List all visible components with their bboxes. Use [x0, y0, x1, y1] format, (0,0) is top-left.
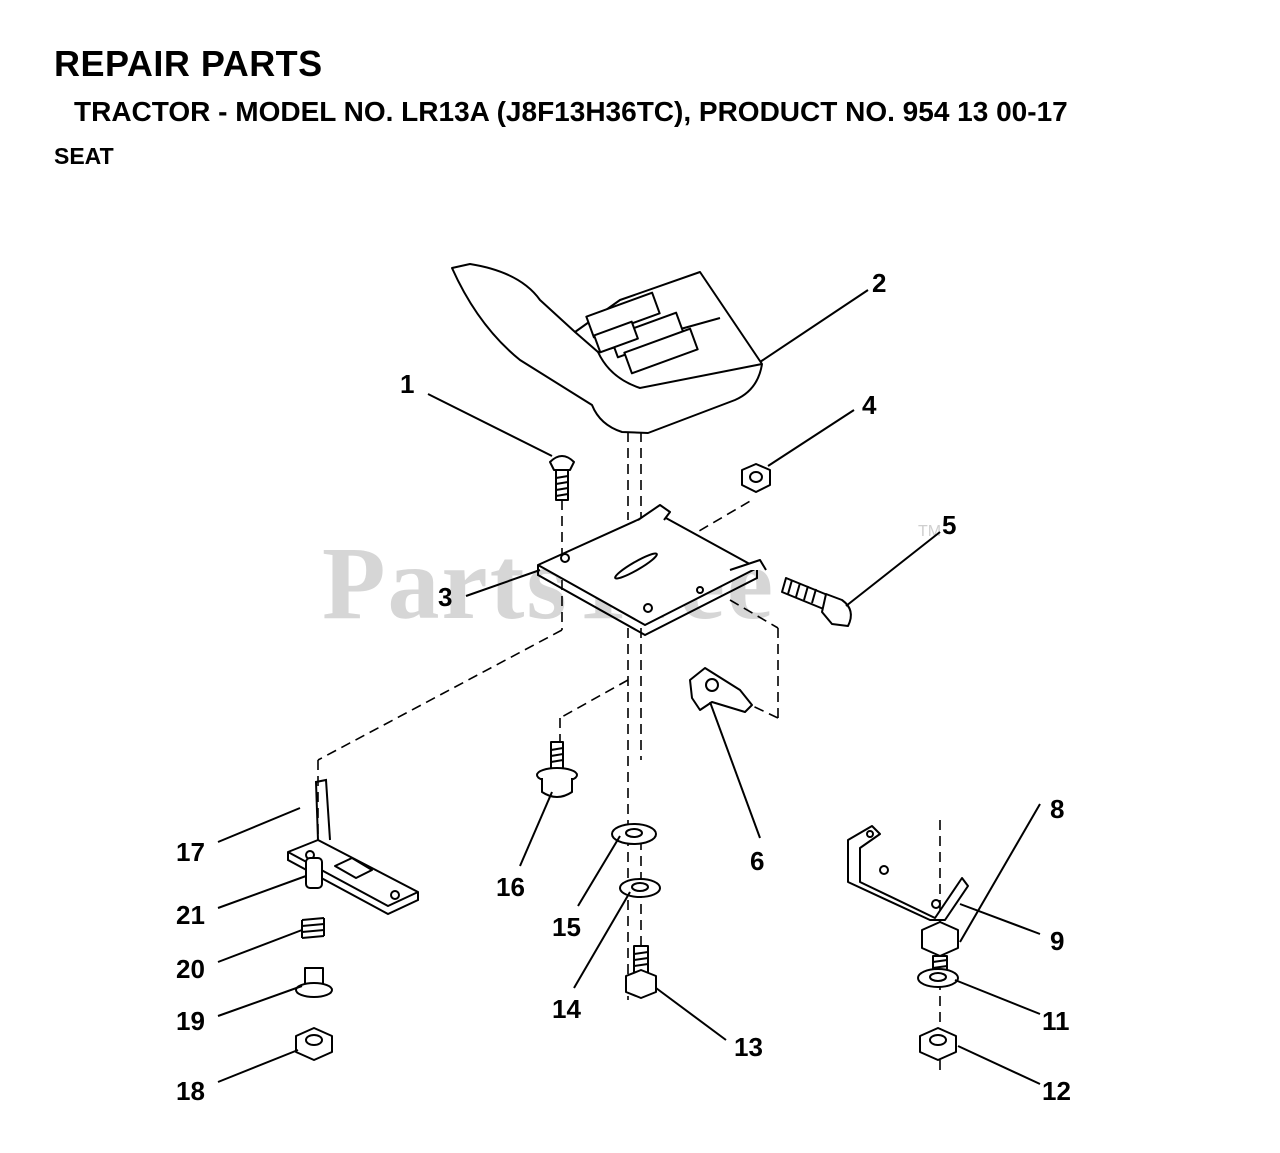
watermark-trademark: TM [918, 523, 941, 540]
bushing-part-19 [295, 967, 333, 998]
lock-nut-part-12 [919, 1027, 957, 1061]
bracket-part-9 [847, 825, 969, 921]
callout-18: 18 [176, 1076, 205, 1106]
callout-14: 14 [552, 994, 581, 1024]
switch-bracket-part-6 [689, 667, 753, 713]
callout-3: 3 [438, 582, 452, 612]
callout-17: 17 [176, 837, 205, 867]
lock-washer-part-14 [619, 878, 661, 898]
callout-13: 13 [734, 1032, 763, 1062]
nut-part-4 [741, 463, 771, 493]
hex-bolt-part-13 [625, 945, 657, 999]
callout-labels: 1 2 3 4 5 6 8 9 11 12 13 14 15 16 17 21 … [176, 268, 1071, 1106]
callout-20: 20 [176, 954, 205, 984]
callout-2: 2 [872, 268, 886, 298]
callout-19: 19 [176, 1006, 205, 1036]
leader-lines [217, 289, 1041, 1085]
carriage-bolt-part-1 [549, 455, 575, 501]
callout-1: 1 [400, 369, 414, 399]
callout-4: 4 [862, 390, 877, 420]
flange-nut-part-18 [295, 1027, 333, 1061]
callout-11: 11 [1042, 1006, 1070, 1036]
callout-21: 21 [176, 900, 205, 930]
washer-part-15 [611, 823, 657, 845]
section-label: SEAT [54, 143, 114, 169]
spring-part-20 [301, 917, 325, 939]
washer-part-11 [917, 968, 959, 988]
seat-part-2 [451, 263, 763, 434]
bolt-part-5 [781, 577, 852, 627]
latch-plate-part-17 [287, 778, 419, 916]
model-subtitle: TRACTOR - MODEL NO. LR13A (J8F13H36TC), … [74, 96, 1068, 127]
pin-part-21 [305, 857, 323, 889]
callout-9: 9 [1050, 926, 1064, 956]
callout-15: 15 [552, 912, 581, 942]
callout-16: 16 [496, 872, 525, 902]
page-title: REPAIR PARTS [54, 43, 323, 84]
callout-12: 12 [1042, 1076, 1071, 1106]
callout-6: 6 [750, 846, 764, 876]
callout-5: 5 [942, 510, 956, 540]
shoulder-bolt-part-16 [536, 741, 578, 798]
callout-8: 8 [1050, 794, 1064, 824]
